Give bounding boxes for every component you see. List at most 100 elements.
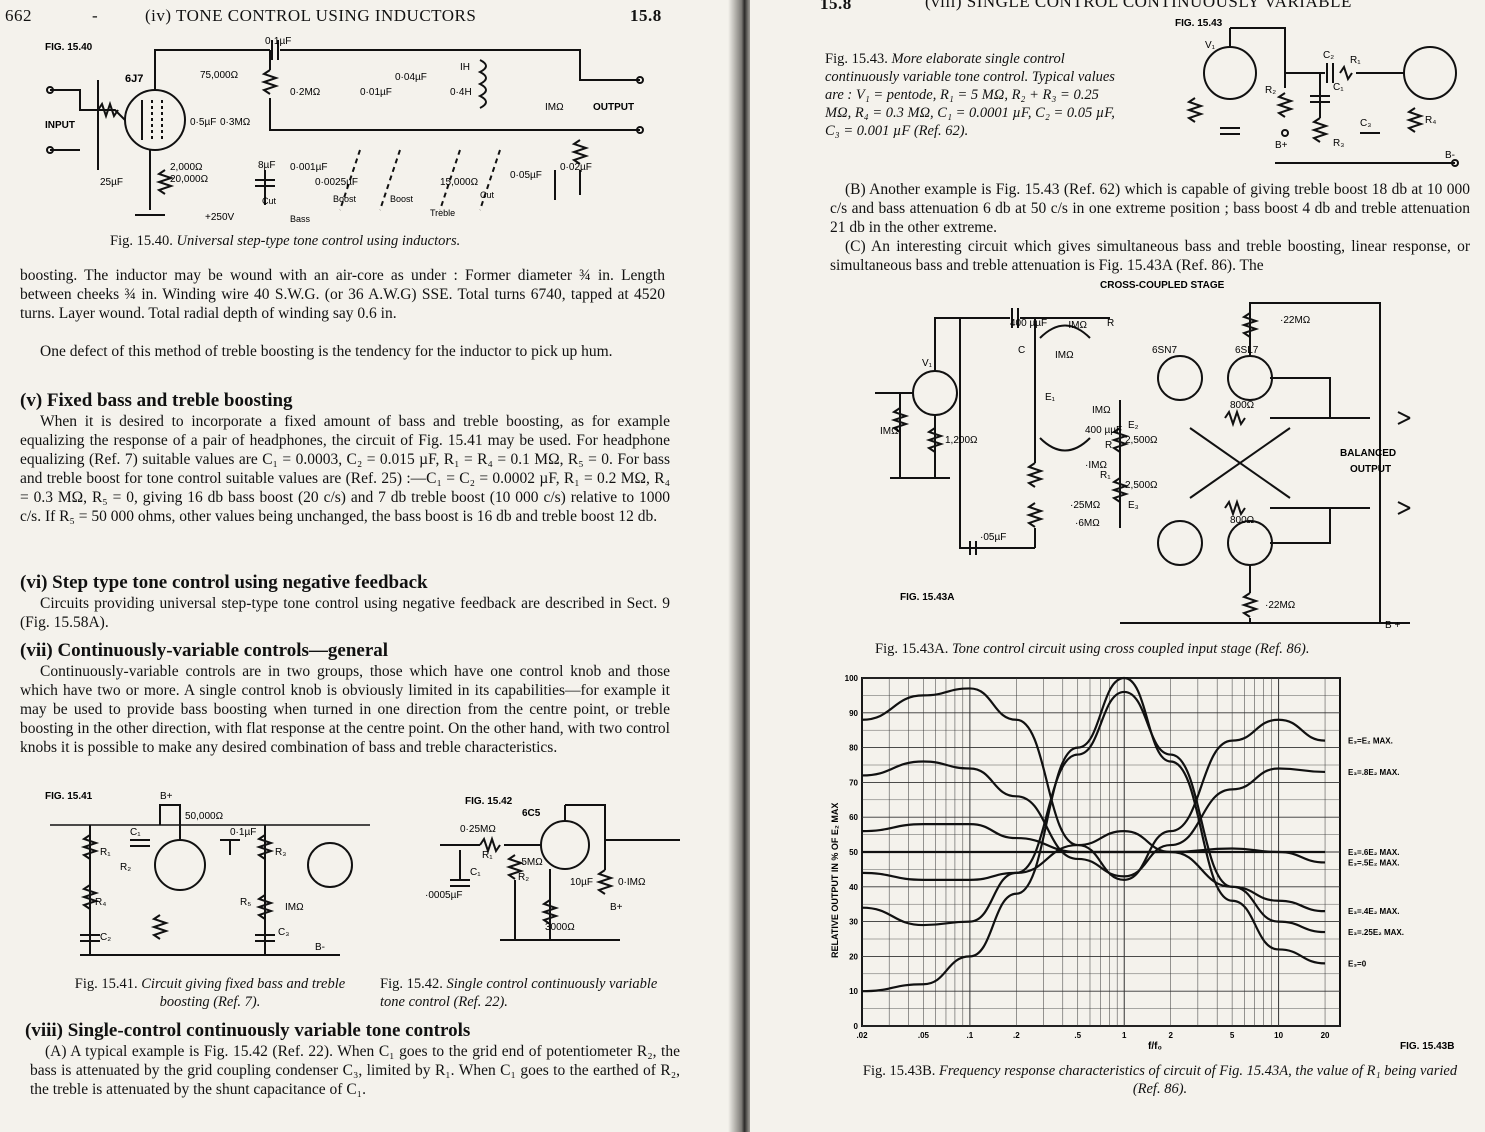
paragraph-inductor: boosting. The inductor may be wound with…	[20, 267, 665, 322]
fig-15-43b-caption-text: Frequency response characteristics of ci…	[939, 1063, 1458, 1097]
balanced-label: BALANCED	[1340, 448, 1396, 459]
cap-10uf: 10µF	[570, 877, 593, 888]
x-tick-label: .02	[856, 1031, 868, 1040]
tube-6c5: 6C5	[522, 808, 541, 819]
fig-15-42-caption-number: Fig. 15.42.	[380, 976, 443, 992]
r3: R₃	[1333, 138, 1344, 149]
fig-15-43a-caption: Fig. 15.43A. Tone control circuit using …	[875, 640, 1435, 658]
cap-00025uf: 0·0025µF	[315, 177, 358, 188]
cap-01uf: 0·1µF	[265, 36, 291, 47]
figure-15-42-schematic: FIG. 15.42 6C5 0·25MΩ R₁ C₁ ·5MΩ R₂ ·000…	[425, 796, 680, 941]
res-2500-a: 2,500Ω	[1125, 435, 1158, 446]
figure-15-43a-schematic: CROSS-COUPLED STAGE 400 µµF ·IMΩ R C IMΩ…	[875, 280, 1411, 631]
cap-005uf: 0·05µF	[510, 170, 542, 181]
input-label: INPUT	[45, 120, 75, 131]
y-tick-label: 20	[849, 952, 858, 961]
b-plus-42: B+	[610, 902, 623, 913]
x-tick-label: 10	[1274, 1031, 1283, 1040]
fig-15-42-caption-text: Single control continuously variable ton…	[380, 976, 658, 1010]
running-header: (iv) TONE CONTROL USING INDUCTORS	[145, 6, 477, 25]
fig-15-43a-caption-text: Tone control circuit using cross coupled…	[951, 641, 1310, 657]
res-20000: 20,000Ω	[170, 174, 209, 185]
ind-04h: 0·4H	[450, 87, 472, 98]
section-v-text: When it is desired to incorporate a fixe…	[20, 413, 670, 525]
y-tick-label: 40	[849, 883, 858, 892]
page-number: 662	[5, 6, 32, 25]
response-curve	[861, 760, 1326, 878]
switch-cut-1: Cut	[262, 196, 277, 206]
res-01m-top: ·IMΩ	[1065, 320, 1087, 331]
tube-6j7: 6J7	[125, 73, 143, 85]
e2: E₂	[1128, 420, 1139, 431]
curve-label: E₃=.6E₂ MAX.	[1348, 848, 1400, 857]
output-label: OUTPUT	[1350, 464, 1391, 475]
right-section-number: 15.8	[820, 0, 852, 13]
b-minus-43: B-	[1445, 150, 1455, 161]
curve-label: E₃=0	[1348, 959, 1367, 968]
res-05m: ·5MΩ	[518, 857, 543, 868]
res-022m-bot: ·22MΩ	[1265, 600, 1296, 611]
y-tick-label: 70	[849, 778, 858, 787]
res-1200: 1,200Ω	[945, 435, 978, 446]
res-15000: 15,000Ω	[440, 177, 479, 188]
res-06m: ·6MΩ	[1075, 518, 1100, 529]
r4: R₄	[1425, 115, 1436, 126]
r5: R₅	[240, 897, 251, 908]
fig-15-41-caption: Fig. 15.41. Circuit giving fixed bass an…	[55, 975, 365, 1011]
y-tick-label: 0	[854, 1022, 859, 1031]
section-number: 15.8	[630, 6, 662, 25]
c2: C₂	[100, 932, 111, 943]
figure-15-40-schematic: FIG. 15.40 6J7 0·1µF 75,000Ω 0·04µF IH 0…	[45, 36, 644, 224]
res-03m: 0·3MΩ	[220, 117, 251, 128]
x-tick-label: 2	[1168, 1031, 1173, 1040]
paragraph-b: (B) Another example is Fig. 15.43 (Ref. …	[830, 181, 1470, 236]
x-tick-label: 20	[1321, 1031, 1330, 1040]
b-plus: B+	[160, 791, 173, 802]
section-v-heading: (v) Fixed bass and treble boosting	[20, 390, 293, 411]
response-curve	[861, 687, 1326, 881]
c1: C₁	[470, 867, 481, 878]
fig-15-43a-label: FIG. 15.43A	[900, 592, 954, 603]
x-tick-label: .2	[1013, 1031, 1020, 1040]
cap-001uf: 0·01µF	[360, 87, 392, 98]
r-mid: R	[1105, 440, 1112, 451]
fig-15-42-label: FIG. 15.42	[465, 796, 513, 807]
cap-005uf: ·05µF	[980, 532, 1006, 543]
section-viii-heading: (viii) Single-control continuously varia…	[25, 1020, 471, 1041]
b-plus-43a: B +	[1385, 620, 1400, 631]
e3: E₃	[1128, 500, 1139, 511]
r1: R₁	[1350, 55, 1361, 66]
res-1m: IMΩ	[285, 902, 304, 913]
section-vi-heading: (vi) Step type tone control using negati…	[20, 572, 428, 593]
cap-8uf: 8µF	[258, 160, 275, 171]
section-vi-text: Circuits providing universal step-type t…	[20, 595, 670, 631]
response-curve	[861, 823, 1326, 854]
x-tick-label: .1	[967, 1031, 974, 1040]
res-1m-grid: IMΩ	[880, 426, 899, 437]
c2: C₂	[1323, 50, 1334, 61]
response-curve	[861, 690, 1326, 934]
e1: E₁	[1045, 392, 1056, 403]
res-01m: 0·IMΩ	[618, 877, 646, 888]
b-plus-43: B+	[1275, 140, 1288, 151]
c1: C₁	[1333, 82, 1344, 93]
res-800-top: 800Ω	[1230, 400, 1255, 411]
res-1m: IMΩ	[545, 102, 564, 113]
switch-cut-2: Cut	[480, 190, 495, 200]
fig-15-41-label: FIG. 15.41	[45, 791, 93, 802]
left-page: 662 - (iv) TONE CONTROL USING INDUCTORS …	[0, 0, 735, 1132]
section-viii-text: (A) A typical example is Fig. 15.42 (Ref…	[30, 1043, 680, 1098]
switch-boost-1: Boost	[333, 194, 357, 204]
chart-series	[861, 676, 1326, 993]
res-025m: ·25MΩ	[1070, 500, 1101, 511]
y-axis-label: RELATIVE OUTPUT IN % OF E₂ MAX	[830, 803, 840, 958]
right-page: 15.8 (viii) SINGLE CONTROL CONTINUOUSLY …	[750, 0, 1485, 1132]
bass-group: Bass	[290, 214, 311, 224]
c3: C₃	[278, 927, 289, 938]
response-curve	[861, 830, 1326, 913]
fig-15-43a-caption-number: Fig. 15.43A.	[875, 641, 949, 657]
res-1m-mid: IMΩ	[1092, 405, 1111, 416]
right-running-header: (viii) SINGLE CONTROL CONTINUOUSLY VARIA…	[925, 0, 1352, 11]
